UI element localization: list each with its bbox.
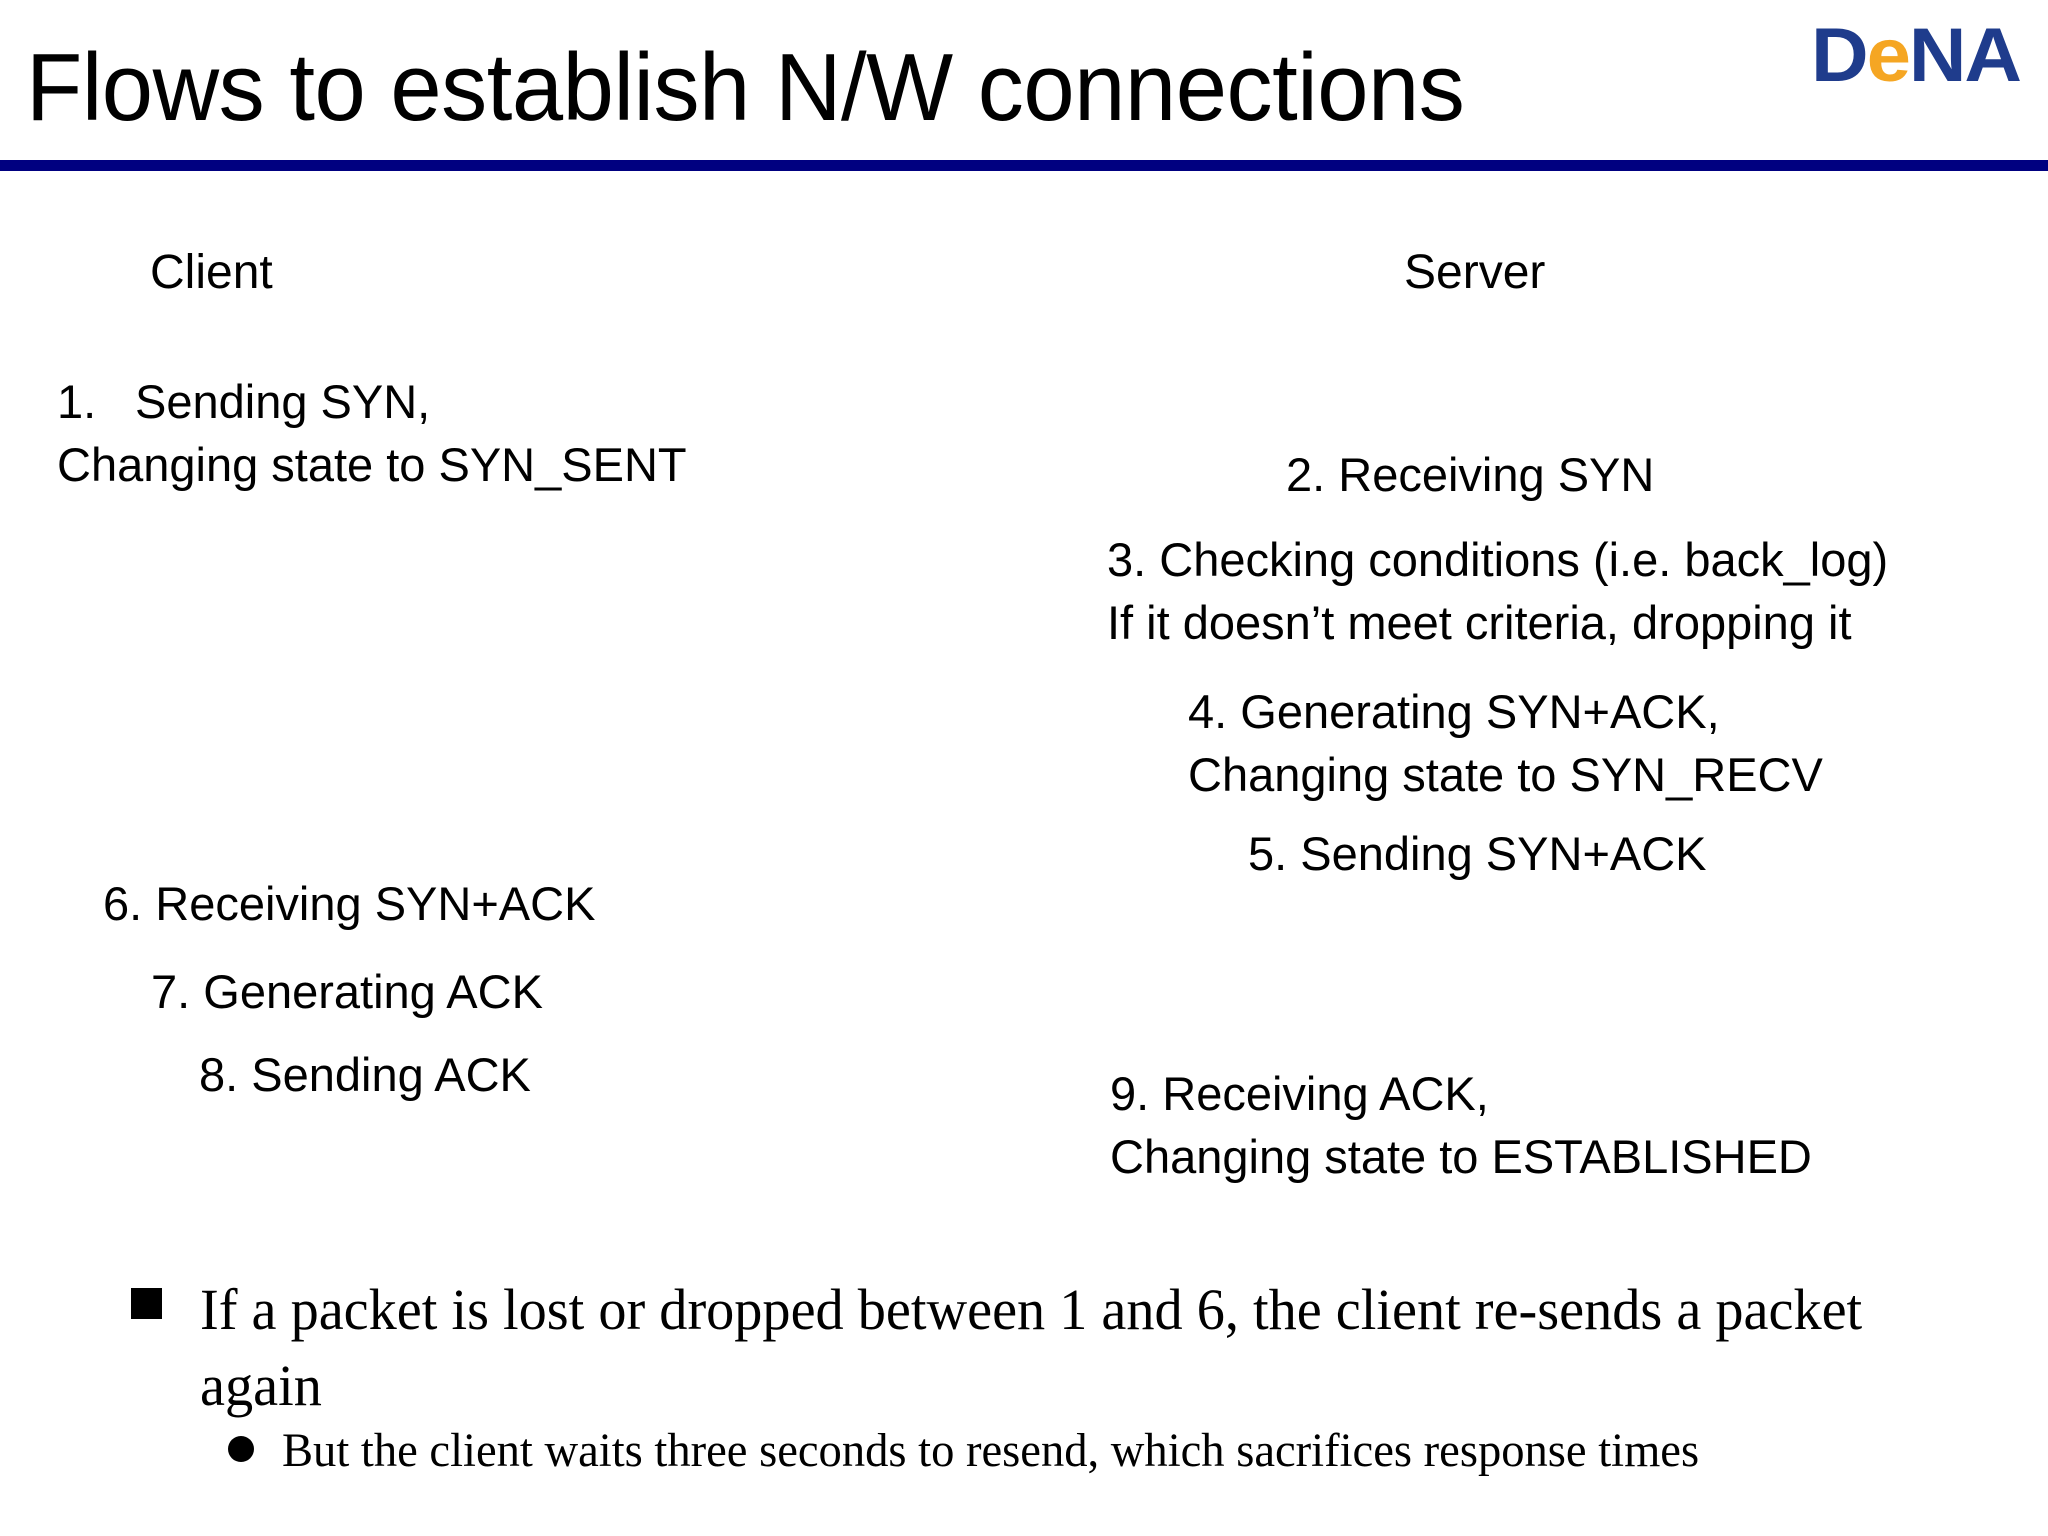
- server-step-4-line2: Changing state to SYN_RECV: [1188, 748, 1823, 801]
- server-step-3: 3. Checking conditions (i.e. back_log) I…: [1107, 528, 1888, 654]
- server-step-5: 5. Sending SYN+ACK: [1248, 822, 1707, 885]
- server-step-4-line1: 4. Generating SYN+ACK,: [1188, 680, 1823, 743]
- server-step-3-number: 3.: [1107, 533, 1147, 586]
- client-step-1-line1: 1. Sending SYN,: [57, 370, 687, 433]
- server-step-2-number: 2.: [1286, 448, 1326, 501]
- client-column-heading: Client: [150, 246, 273, 299]
- server-step-5-number: 5.: [1248, 827, 1288, 880]
- logo-letter-d: D: [1811, 13, 1869, 98]
- page-title: Flows to establish N/W connections: [26, 34, 1465, 141]
- server-step-9-text: Receiving ACK,: [1162, 1067, 1489, 1120]
- server-step-2: 2. Receiving SYN: [1286, 443, 1654, 506]
- logo-letter-e: e: [1866, 13, 1911, 98]
- server-step-2-text: Receiving SYN: [1338, 448, 1655, 501]
- square-bullet-icon: [131, 1288, 162, 1319]
- circle-bullet-icon: [228, 1436, 254, 1462]
- server-step-4-number: 4.: [1188, 685, 1228, 738]
- client-step-8-text: Sending ACK: [251, 1048, 531, 1101]
- client-step-7-number: 7.: [151, 965, 191, 1018]
- server-step-3-line1: 3. Checking conditions (i.e. back_log): [1107, 528, 1888, 591]
- note-bullet-level1-text: If a packet is lost or dropped between 1…: [200, 1277, 1863, 1418]
- client-step-1-number: 1.: [57, 375, 97, 428]
- logo-letters-na: NA: [1908, 13, 2022, 98]
- server-step-4: 4. Generating SYN+ACK, Changing state to…: [1188, 680, 1823, 806]
- server-column-heading: Server: [1404, 246, 1546, 299]
- client-step-7-text: Generating ACK: [203, 965, 543, 1018]
- client-step-1-line2: Changing state to SYN_SENT: [57, 438, 687, 491]
- server-step-5-text: Sending SYN+ACK: [1300, 827, 1707, 880]
- server-step-3-text: Checking conditions (i.e. back_log): [1159, 533, 1889, 586]
- server-step-9: 9. Receiving ACK, Changing state to ESTA…: [1110, 1062, 1812, 1188]
- server-step-4-text: Generating SYN+ACK,: [1240, 685, 1720, 738]
- note-bullet-level2: But the client waits three seconds to re…: [228, 1420, 1968, 1482]
- server-step-9-line2: Changing state to ESTABLISHED: [1110, 1130, 1812, 1183]
- server-step-9-number: 9.: [1110, 1067, 1150, 1120]
- client-step-6-number: 6.: [103, 877, 143, 930]
- client-step-6: 6. Receiving SYN+ACK: [103, 872, 595, 935]
- client-step-1-text: Sending SYN,: [135, 375, 431, 428]
- client-step-6-text: Receiving SYN+ACK: [155, 877, 596, 930]
- client-step-8-number: 8.: [199, 1048, 239, 1101]
- server-step-9-line1: 9. Receiving ACK,: [1110, 1062, 1812, 1125]
- server-step-3-line2: If it doesn’t meet criteria, dropping it: [1107, 596, 1852, 649]
- note-bullet-level1: If a packet is lost or dropped between 1…: [131, 1272, 1961, 1424]
- title-divider-rule: [0, 160, 2048, 171]
- note-bullet-level2-text: But the client waits three seconds to re…: [282, 1424, 1700, 1477]
- client-step-1: 1. Sending SYN, Changing state to SYN_SEN…: [57, 370, 687, 496]
- dena-logo: DeNA: [1811, 13, 2022, 98]
- client-step-7: 7. Generating ACK: [151, 960, 543, 1023]
- client-step-8: 8. Sending ACK: [199, 1043, 531, 1106]
